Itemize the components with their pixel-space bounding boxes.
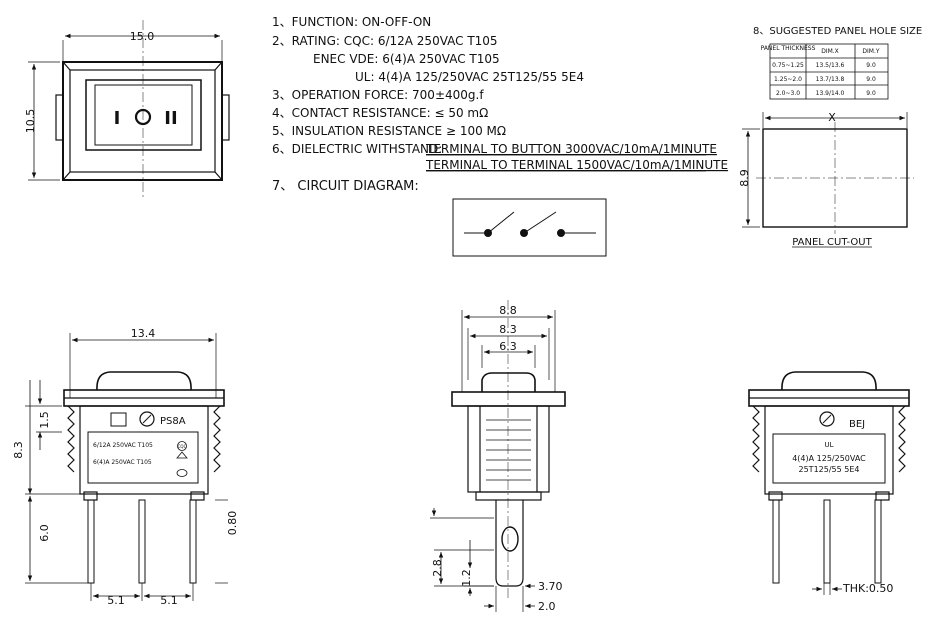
table-header-dimx: DIM.X xyxy=(821,48,839,55)
rating-label-1: 6/12A 250VAC T105 xyxy=(93,442,153,449)
table-cell: 13.9/14.0 xyxy=(816,90,845,97)
panel-hole-title: 8、SUGGESTED PANEL HOLE SIZE xyxy=(753,26,922,37)
side-dim-outer: 8.8 xyxy=(499,304,517,317)
pitch-left-label: 5.1 xyxy=(107,594,125,607)
table-header-dimy: DIM.Y xyxy=(862,48,879,55)
table-header-thickness: PANEL THICKNESS xyxy=(761,45,816,52)
top-view xyxy=(28,20,230,200)
panel-hole-table xyxy=(769,43,889,100)
top-view-width-label: 15.0 xyxy=(130,30,155,43)
side-dim-28: 2.8 xyxy=(431,559,444,577)
side-dim-inner: 6.3 xyxy=(499,340,517,353)
back-view xyxy=(748,371,910,595)
side-dim-mid: 8.3 xyxy=(499,323,517,336)
circuit-diagram-title: 7、 CIRCUIT DIAGRAM: xyxy=(272,179,419,194)
model-label: PS8A xyxy=(160,416,186,427)
table-cell: 9.0 xyxy=(866,90,876,97)
cqc-mark: CQC xyxy=(178,444,187,449)
thickness-label: THK:0.50 xyxy=(842,582,893,595)
pin-length-label: 6.0 xyxy=(38,524,51,542)
on-symbol-left: I xyxy=(114,108,121,129)
pitch-right-label: 5.1 xyxy=(160,594,178,607)
spec-dielectric-1: TERMINAL TO BUTTON 3000VAC/10mA/1MINUTE xyxy=(425,142,717,156)
table-cell: 9.0 xyxy=(866,76,876,83)
ul-mark: UL xyxy=(824,441,833,449)
table-cell: 13.5/13.6 xyxy=(816,62,845,69)
side-dim-370: 3.70 xyxy=(538,580,563,593)
back-rating-label-2: 25T125/55 5E4 xyxy=(799,465,860,474)
off-symbol xyxy=(134,108,152,126)
cutout-y-label: 8.9 xyxy=(738,169,751,187)
front-view-height-label: 8.3 xyxy=(12,441,25,459)
spec-insulation-resistance: 5、INSULATION RESISTANCE ≥ 100 MΩ xyxy=(272,124,506,138)
cutout-x-label: X xyxy=(828,111,836,124)
front-view xyxy=(25,333,228,601)
spec-function: 1、FUNCTION: ON-OFF-ON xyxy=(272,15,431,29)
panel-cutout xyxy=(742,112,914,248)
panel-cutout-label: PANEL CUT-OUT xyxy=(792,237,872,248)
spec-dielectric-2: TERMINAL TO TERMINAL 1500VAC/10mA/1MINUT… xyxy=(425,158,728,172)
front-view-side-label: 1.5 xyxy=(38,411,51,429)
spec-rating-cqc: 2、RATING: CQC: 6/12A 250VAC T105 xyxy=(272,34,498,48)
side-dim-20: 2.0 xyxy=(538,600,556,613)
side-dim-12: 1.2 xyxy=(460,569,473,587)
on-symbol-right: II xyxy=(164,108,177,129)
side-view xyxy=(430,300,566,612)
spec-operation-force: 3、OPERATION FORCE: 700±400g.f xyxy=(272,88,484,102)
back-rating-label-1: 4(4)A 125/250VAC xyxy=(792,454,866,463)
spec-rating-enec: ENEC VDE: 6(4)A 250VAC T105 xyxy=(313,52,500,66)
top-view-height-label: 10.5 xyxy=(24,109,37,134)
back-brand-label: BEJ xyxy=(849,419,865,430)
table-cell: 13.7/13.8 xyxy=(816,76,845,83)
spec-contact-resistance: 4、CONTACT RESISTANCE: ≤ 50 mΩ xyxy=(272,106,488,120)
table-cell: 1.25~2.0 xyxy=(774,76,802,83)
specifications: 1、FUNCTION: ON-OFF-ON 2、RATING: CQC: 6/1… xyxy=(272,15,728,194)
table-cell: 9.0 xyxy=(866,62,876,69)
table-cell: 0.75~1.25 xyxy=(772,62,804,69)
table-cell: 2.0~3.0 xyxy=(776,90,800,97)
pin-thickness-label: 0.80 xyxy=(226,511,239,536)
spec-rating-ul: UL: 4(4)A 125/250VAC 25T125/55 5E4 xyxy=(355,70,584,84)
rating-label-2: 6(4)A 250VAC T105 xyxy=(93,459,152,466)
spec-dielectric-label: 6、DIELECTRIC WITHSTAND: xyxy=(272,142,442,156)
front-view-width-label: 13.4 xyxy=(131,327,156,340)
circuit-diagram xyxy=(452,198,607,257)
